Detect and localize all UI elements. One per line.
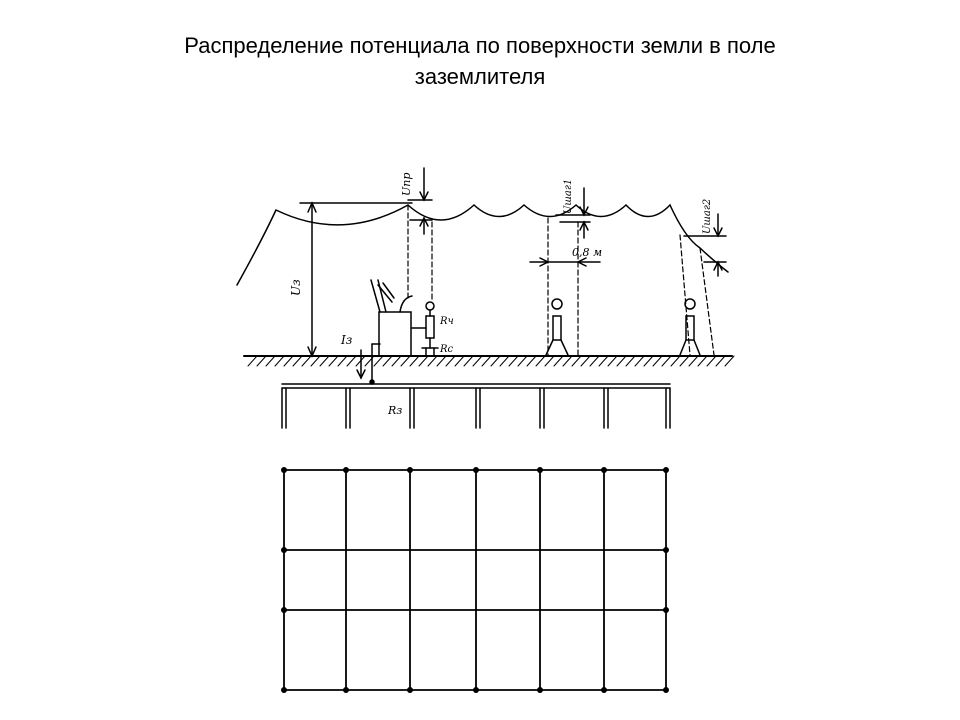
label-i-z: Iз [340,333,352,347]
label-u-pr: Uпр [400,173,413,196]
plan-rod-node [343,467,349,473]
earth-potential-dimension [299,201,413,358]
plan-rod-node [663,607,669,613]
plan-rod-node [281,607,287,613]
plan-rod-node [281,547,287,553]
plan-rod-node [601,467,607,473]
plan-rod-node [473,687,479,693]
projection-lines [407,204,715,356]
touch-voltage-dimension [407,167,433,235]
plan-rod-node [407,467,413,473]
step-distance-dimension [529,257,601,267]
label-r-z: Rз [387,404,402,417]
person-touching [411,301,439,356]
plan-rod-node [343,687,349,693]
plan-rod-node [281,687,287,693]
label-r-s: Rс [439,344,454,355]
label-u-shag1: Uшаг1 [563,179,574,214]
ground-electrode-side-view [281,383,671,429]
ground-current-lead [356,343,381,385]
label-u-shag2: Uшаг2 [702,199,713,234]
page-title: Распределение потенциала по поверхности … [0,30,960,92]
step-voltage-1-dimension [555,187,591,239]
label-r-ch: Rч [439,316,454,327]
person-step-1 [545,298,569,356]
title-line-1: Распределение потенциала по поверхности … [184,33,776,58]
ground-surface [243,355,735,367]
plan-rod-node [537,687,543,693]
person-step-2 [679,298,701,356]
plan-rod-node [663,687,669,693]
plan-rod-node [473,467,479,473]
plan-rod-node [407,687,413,693]
label-distance: 0,8 м [572,246,602,259]
plan-rod-node [281,467,287,473]
label-u-z: Uз [289,279,303,296]
step-voltage-2-dimension [683,213,727,277]
plan-rod-node [537,467,543,473]
plan-rod-node [601,687,607,693]
plan-rod-node [663,547,669,553]
title-line-2: заземлителя [414,64,546,89]
ground-electrode-plan-view [281,467,669,693]
potential-curve [236,203,729,286]
plan-rod-node [663,467,669,473]
